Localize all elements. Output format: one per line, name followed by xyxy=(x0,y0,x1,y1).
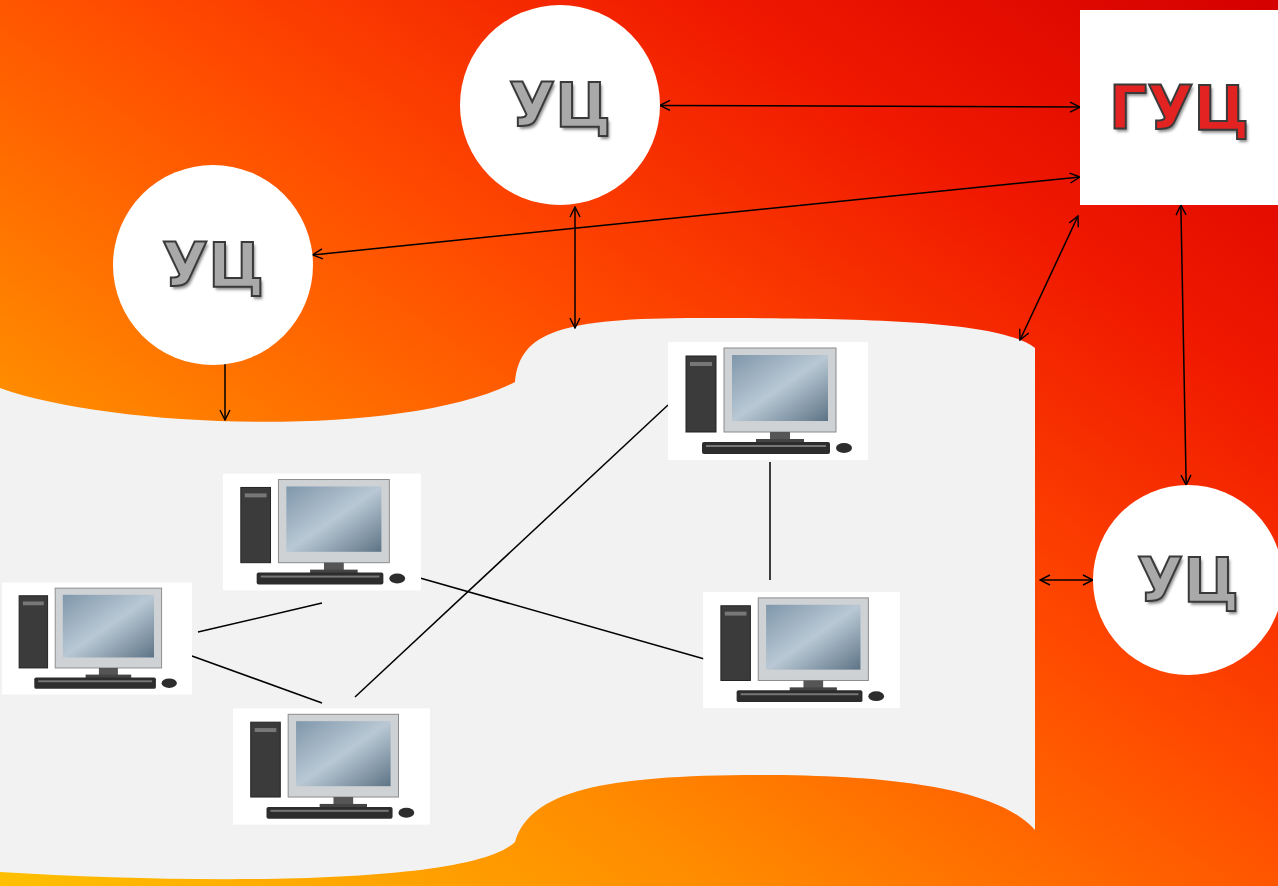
circle-shape xyxy=(460,5,660,205)
computers xyxy=(2,342,900,825)
computer-icon xyxy=(233,708,430,824)
double-arrow xyxy=(574,207,576,328)
computer-icon xyxy=(223,474,421,591)
link-line xyxy=(769,462,771,580)
connector-arrow xyxy=(1181,205,1186,485)
computer-icon xyxy=(2,582,192,694)
root-ca-box: ГУЦ xyxy=(1080,10,1278,205)
connector-arrow xyxy=(660,105,1080,107)
circle-shape xyxy=(1093,485,1278,675)
box-shape xyxy=(1080,10,1278,205)
ca-circle: УЦ xyxy=(1093,485,1278,675)
network-region xyxy=(0,318,1035,879)
node-label: УЦ xyxy=(509,72,611,138)
circle-shape xyxy=(113,165,313,365)
double-arrow xyxy=(1020,216,1078,340)
link-line xyxy=(420,578,750,672)
node-label: УЦ xyxy=(1137,547,1239,613)
link-line xyxy=(192,656,322,703)
region-arrows xyxy=(225,207,1093,580)
ca-circle: УЦ xyxy=(460,5,660,205)
computer-icon xyxy=(668,342,868,460)
connector-arrow xyxy=(312,177,1080,255)
computer-icon xyxy=(703,592,900,708)
link-line xyxy=(198,603,322,632)
node-label: ГУЦ xyxy=(1109,75,1249,141)
ca-circle: УЦ xyxy=(113,165,313,365)
node-label: УЦ xyxy=(162,232,264,298)
double-arrow xyxy=(1040,579,1093,581)
